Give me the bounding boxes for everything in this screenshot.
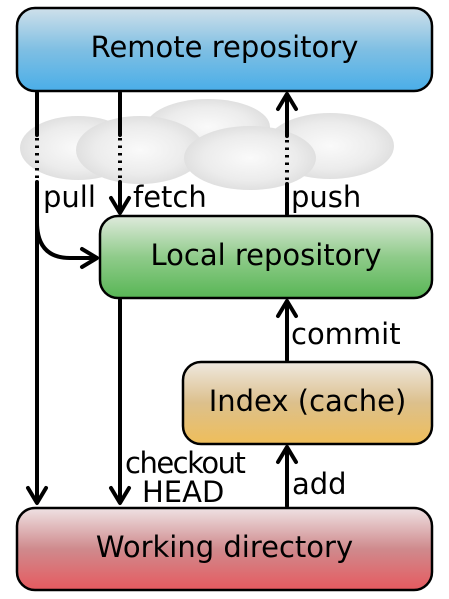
commit-label: commit — [291, 317, 401, 351]
remote-repository-label: Remote repository — [91, 30, 359, 64]
checkout-arrow — [109, 298, 131, 505]
working-directory-label: Working directory — [96, 530, 353, 564]
cloud-group — [20, 99, 394, 190]
fetch-label: fetch — [133, 180, 207, 214]
push-arrow — [276, 92, 298, 216]
index-box: Index (cache) — [181, 360, 434, 446]
fetch-arrow — [109, 91, 131, 215]
local-repository-box: Local repository — [98, 214, 434, 300]
push-label: push — [291, 180, 361, 214]
pull-arrow — [26, 91, 99, 505]
working-directory-box: Working directory — [15, 506, 434, 592]
add-arrow — [276, 445, 298, 508]
commit-arrow — [276, 299, 298, 362]
local-repository-label: Local repository — [150, 238, 381, 272]
cloud-puff — [184, 126, 316, 190]
cloud-puff — [76, 116, 204, 184]
add-label: add — [292, 467, 347, 501]
remote-repository-box: Remote repository — [15, 6, 434, 93]
index-label: Index (cache) — [209, 384, 407, 418]
checkout-label: checkout — [125, 446, 245, 480]
pull-label: pull — [43, 180, 96, 214]
checkout-head-label: HEAD — [142, 475, 224, 509]
